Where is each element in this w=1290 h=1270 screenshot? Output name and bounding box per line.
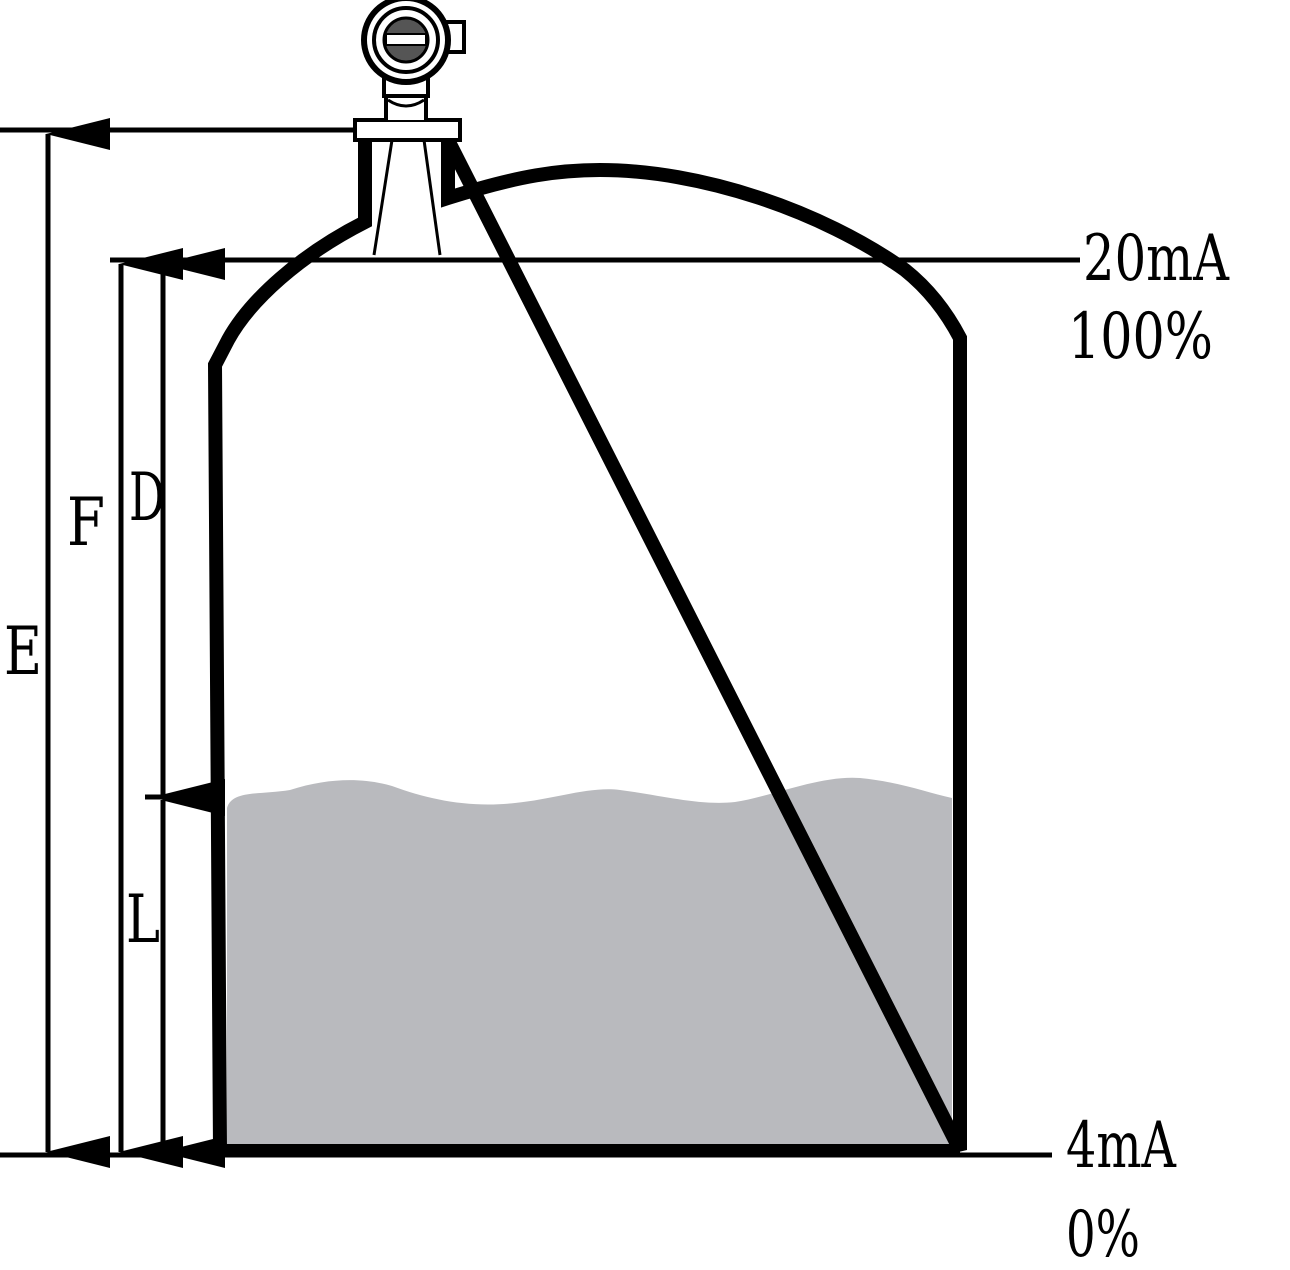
bottom-current-label: 4mA (1066, 1109, 1177, 1183)
top-percent-label: 100% (1068, 300, 1213, 374)
label-f: F (67, 484, 105, 561)
liquid-fill (227, 777, 952, 1145)
label-d: D (129, 459, 165, 536)
bottom-percent-label: 0% (1066, 1198, 1140, 1270)
label-e: E (4, 613, 42, 690)
top-current-label: 20mA (1083, 222, 1230, 296)
label-l: L (126, 881, 160, 958)
tank-outline (207, 136, 967, 1154)
radar-sensor-icon (353, 0, 466, 256)
